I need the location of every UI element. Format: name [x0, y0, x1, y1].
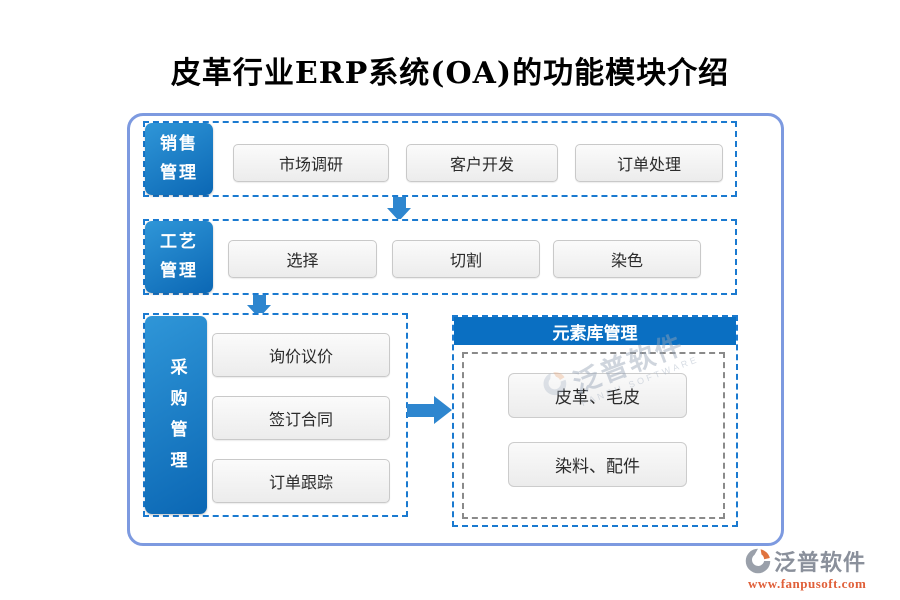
page-title: 皮革行业ERP系统(OA)的功能模块介绍: [170, 56, 730, 91]
element-library-container: [452, 315, 738, 527]
module-box-selection: 选择: [228, 240, 377, 278]
module-box-order-processing: 订单处理: [575, 144, 723, 182]
sales-row-label-text: 销售管理: [160, 134, 198, 183]
process-row-label: 工艺管理: [145, 221, 213, 293]
element-library-header: 元素库管理: [454, 317, 736, 345]
module-box-leather-fur: 皮革、毛皮: [508, 373, 687, 418]
module-box-dyeing: 染色: [553, 240, 701, 278]
module-box-inquiry-bargaining: 询价议价: [212, 333, 390, 377]
purchasing-row-label: 采购管理: [145, 316, 207, 514]
footer-brand-name: 泛普软件: [774, 550, 867, 575]
module-box-cutting: 切割: [392, 240, 540, 278]
footer-url: www.fanpusoft.com: [748, 576, 867, 591]
module-box-dyes-accessories: 染料、配件: [508, 442, 687, 487]
module-box-sign-contract: 签订合同: [212, 396, 390, 440]
module-box-customer-development: 客户开发: [406, 144, 558, 182]
process-row-label-text: 工艺管理: [160, 232, 198, 281]
module-box-market-research: 市场调研: [233, 144, 389, 182]
footer-brand-block: 泛普软件 www.fanpusoft.com: [744, 545, 894, 592]
purchasing-row-label-text: 采购管理: [166, 358, 187, 482]
element-library-inner-frame: [462, 352, 725, 519]
module-box-order-tracking: 订单跟踪: [212, 459, 390, 503]
fanpu-logo-icon: [745, 548, 771, 574]
sales-row-label: 销售管理: [145, 123, 213, 195]
